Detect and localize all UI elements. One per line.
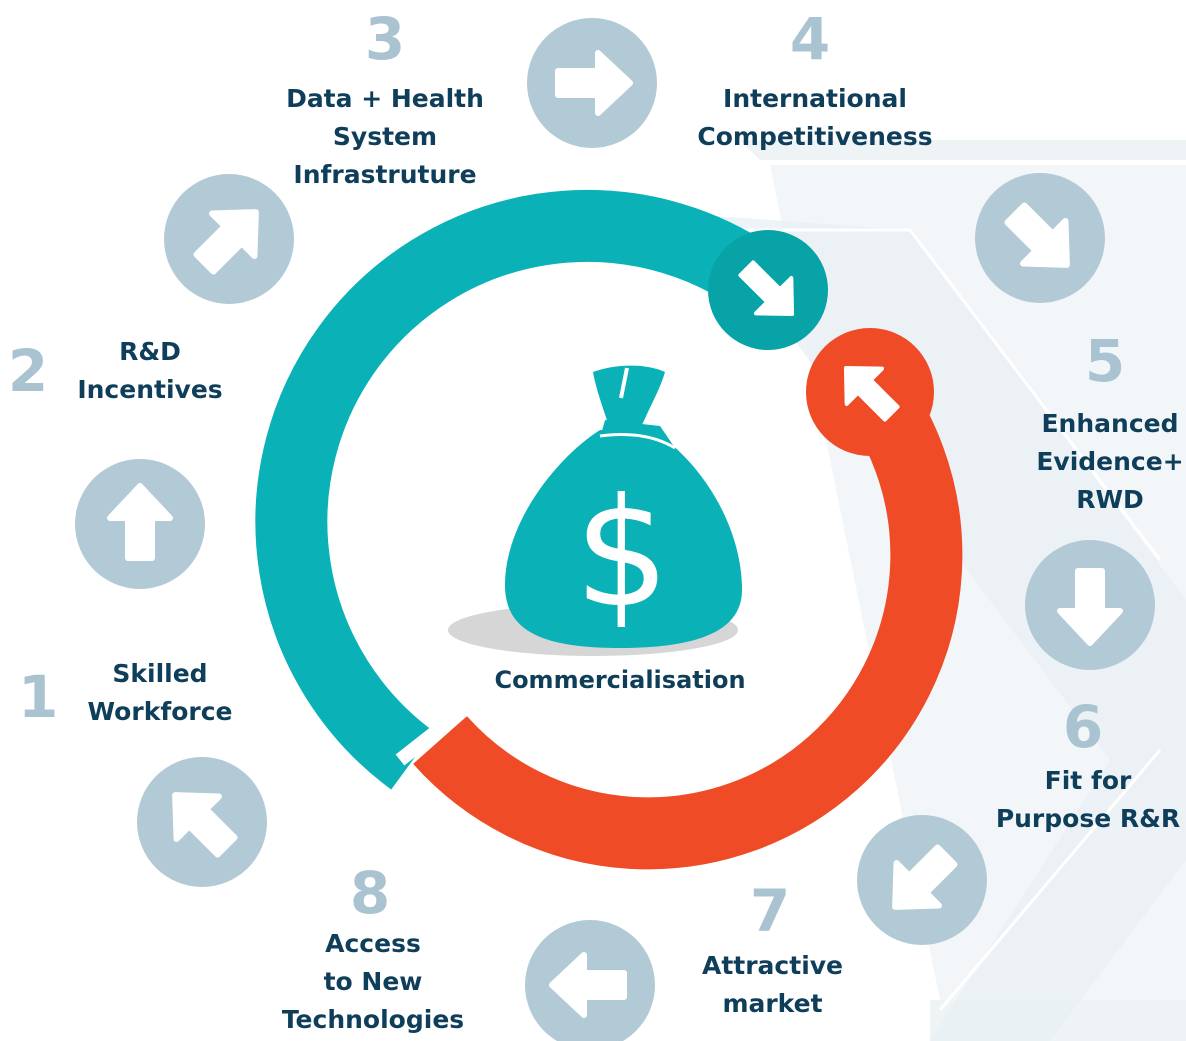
arrow-down-right-icon xyxy=(738,260,795,317)
step-2-label: R&D Incentives xyxy=(77,337,223,404)
arrow-up-right-icon xyxy=(193,209,259,275)
arrow-right-icon xyxy=(555,50,633,116)
dollar-symbol: $ xyxy=(574,467,669,641)
arrow-up-left-icon xyxy=(172,792,238,858)
step-1-number: 1 xyxy=(18,663,59,731)
step-5-label: Enhanced Evidence+ RWD xyxy=(1036,409,1184,514)
step-8-label: Access to New Technologies xyxy=(281,929,465,1034)
step-7-label: Attractive market xyxy=(701,951,844,1018)
arrow-left-icon xyxy=(549,952,627,1018)
money-bag-icon: $ xyxy=(448,365,742,656)
teal-arc xyxy=(255,189,784,790)
arrow-down-left-icon xyxy=(892,844,958,910)
center-label: Commercialisation xyxy=(494,666,746,694)
step-6-number: 6 xyxy=(1062,693,1104,761)
step-5-number: 5 xyxy=(1084,327,1126,395)
cycle-ring xyxy=(255,189,963,870)
step-3-label: Data + Health System Infrastruture xyxy=(286,84,484,189)
step-4-label: International Competitiveness xyxy=(697,84,933,151)
arrow-down-icon xyxy=(1057,568,1123,646)
arrow-up-icon xyxy=(107,483,173,561)
step-3-number: 3 xyxy=(364,5,406,73)
step-8-number: 8 xyxy=(349,859,391,927)
step-2-number: 2 xyxy=(7,337,49,405)
arrow-down-right-icon xyxy=(1004,202,1070,268)
arrow-circles xyxy=(75,18,1155,1041)
step-6-label: Fit for Purpose R&R xyxy=(995,766,1181,833)
orange-arc xyxy=(413,346,963,870)
step-7-number: 7 xyxy=(749,877,791,945)
arrow-up-left-icon xyxy=(843,365,900,422)
step-4-number: 4 xyxy=(789,5,831,73)
step-1-label: Skilled Workforce xyxy=(87,659,233,726)
